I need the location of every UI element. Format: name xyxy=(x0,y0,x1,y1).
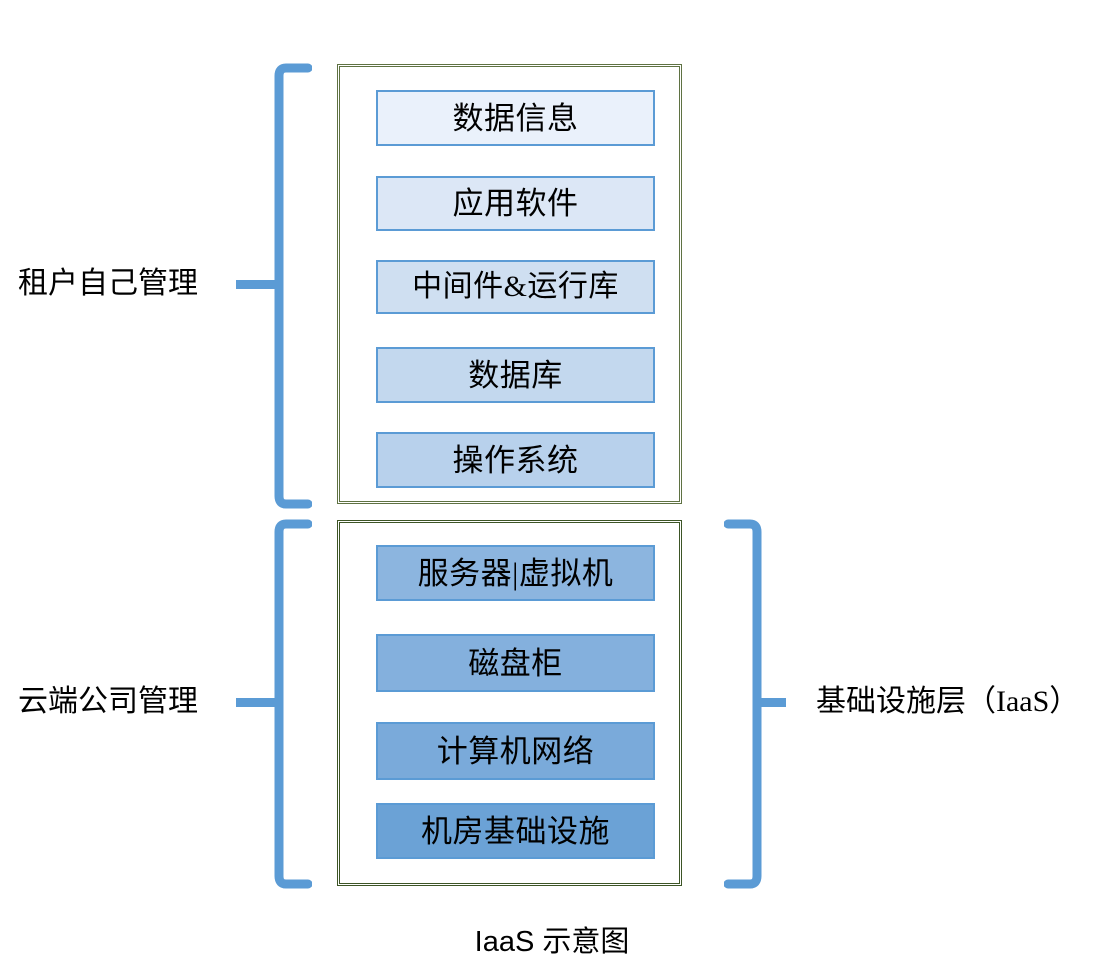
service-box-disk-array[interactable]: 磁盘柜 xyxy=(376,634,655,692)
caption-text: IaaS 示意图 xyxy=(474,926,630,958)
label-tenant-managed: 租户自己管理 xyxy=(18,267,198,300)
service-box-server-virtual-machine[interactable]: 服务器|虚拟机 xyxy=(376,545,655,601)
service-box-operating-system[interactable]: 操作系统 xyxy=(376,432,655,488)
cloud-bracket-tick xyxy=(232,698,284,707)
service-box-application-software[interactable]: 应用软件 xyxy=(376,176,655,231)
service-box-computer-network[interactable]: 计算机网络 xyxy=(376,722,655,780)
diagram-caption: IaaS 示意图 xyxy=(0,918,1104,960)
tenant-bracket-tick xyxy=(232,280,284,289)
service-box-database[interactable]: 数据库 xyxy=(376,347,655,403)
service-box-middleware-runtime[interactable]: 中间件&运行库 xyxy=(376,260,655,314)
label-cloud-provider-managed: 云端公司管理 xyxy=(18,685,198,718)
service-box-data-information[interactable]: 数据信息 xyxy=(376,90,655,146)
iaas-bracket-tick xyxy=(756,698,790,707)
label-iaas-layer: 基础设施层（IaaS） xyxy=(816,685,1080,718)
service-box-datacenter-infrastructure[interactable]: 机房基础设施 xyxy=(376,803,655,859)
